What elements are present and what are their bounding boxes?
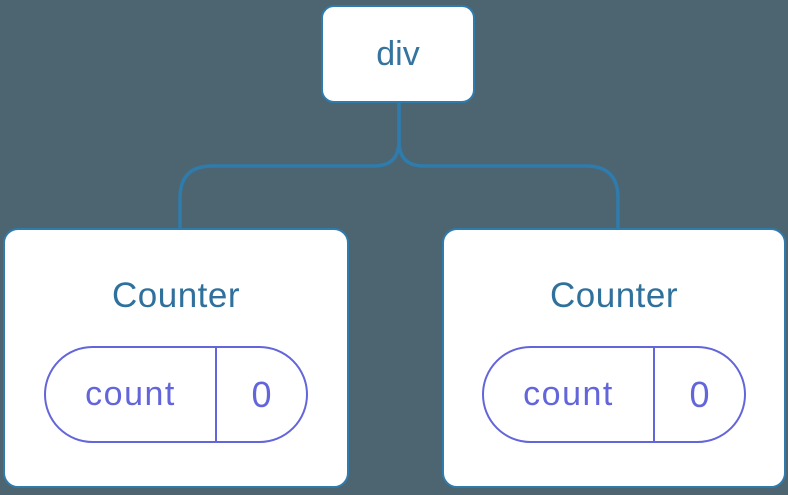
connector-left-branch	[178, 102, 401, 230]
state-value-cell: 0	[217, 348, 306, 441]
state-value: 0	[689, 373, 710, 415]
state-key: count	[85, 375, 176, 413]
state-pill: count 0	[44, 346, 308, 443]
state-value: 0	[251, 373, 272, 415]
connector-right-branch	[397, 102, 620, 230]
root-node-label: div	[376, 34, 420, 73]
state-key: count	[523, 375, 614, 413]
root-node: div	[321, 5, 475, 103]
state-value-cell: 0	[655, 348, 744, 441]
counter-node-2: Counter count 0	[442, 228, 786, 488]
counter-node-1: Counter count 0	[3, 228, 349, 488]
state-pill: count 0	[482, 346, 746, 443]
counter-title: Counter	[549, 276, 679, 315]
state-key-cell: count	[484, 348, 655, 441]
state-key-cell: count	[46, 348, 217, 441]
counter-title: Counter	[111, 276, 241, 315]
